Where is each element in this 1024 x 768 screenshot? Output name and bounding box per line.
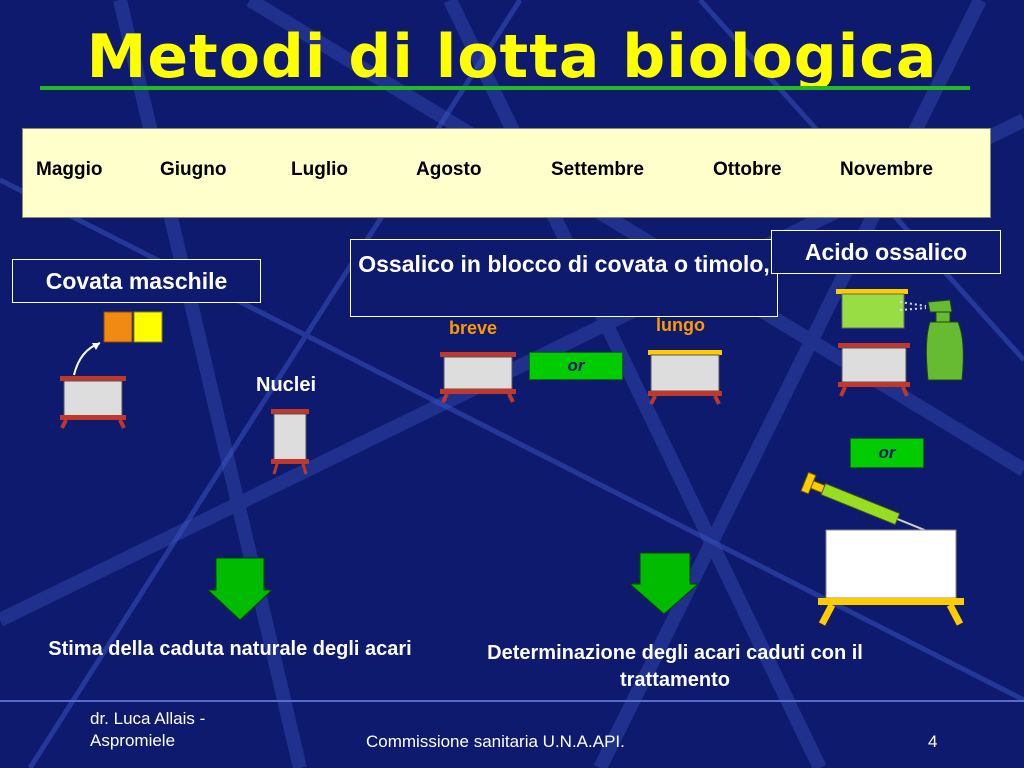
breve-label: breve: [449, 318, 498, 338]
or-badge: or: [529, 352, 623, 380]
month-label: Settembre: [551, 159, 644, 180]
nucleus-hive-icon: [271, 409, 309, 475]
month-label: Giugno: [160, 159, 227, 180]
nuclei-label: Nuclei: [256, 374, 317, 396]
month-timeline: Maggio Giugno Luglio Agosto Settembre Ot…: [22, 128, 991, 218]
hive-icon: [838, 343, 910, 397]
acido-ossalico-box: Acido ossalico: [771, 230, 1001, 274]
hive-icon: [818, 529, 964, 626]
brood-frames-icon: [103, 311, 163, 343]
down-arrow-icon: [206, 557, 274, 621]
covata-maschile-box: Covata maschile: [12, 259, 261, 303]
footer-organization: Commissione sanitaria U.N.A.API.: [366, 732, 625, 751]
sprayed-frame-icon: [836, 289, 908, 329]
page-title: Metodi di lotta biologica: [86, 22, 938, 92]
stima-caption: Stima della caduta naturale degli acari: [48, 638, 412, 660]
determinazione-caption: Determinazione degli acari caduti con il…: [487, 642, 863, 691]
ossalico-blocco-box: Ossalico in blocco di covata o timolo,: [350, 239, 778, 317]
spray-bottle-icon: [899, 299, 964, 381]
footer-author: dr. Luca Allais - Aspromiele: [90, 709, 206, 750]
month-label: Novembre: [840, 159, 933, 180]
hive-icon: [648, 350, 722, 405]
footer-divider: [0, 700, 1024, 702]
or-badge: or: [850, 438, 924, 468]
down-arrow-icon: [628, 552, 700, 615]
month-label: Maggio: [36, 159, 103, 180]
hive-icon: [60, 376, 126, 429]
page-number: 4: [928, 732, 938, 751]
title-underline: [40, 86, 970, 90]
hive-icon: [440, 352, 516, 403]
syringe-icon: [800, 471, 926, 532]
month-label: Luglio: [291, 159, 348, 180]
month-label: Agosto: [416, 159, 482, 180]
month-label: Ottobre: [713, 159, 782, 180]
lungo-label: lungo: [656, 315, 705, 335]
